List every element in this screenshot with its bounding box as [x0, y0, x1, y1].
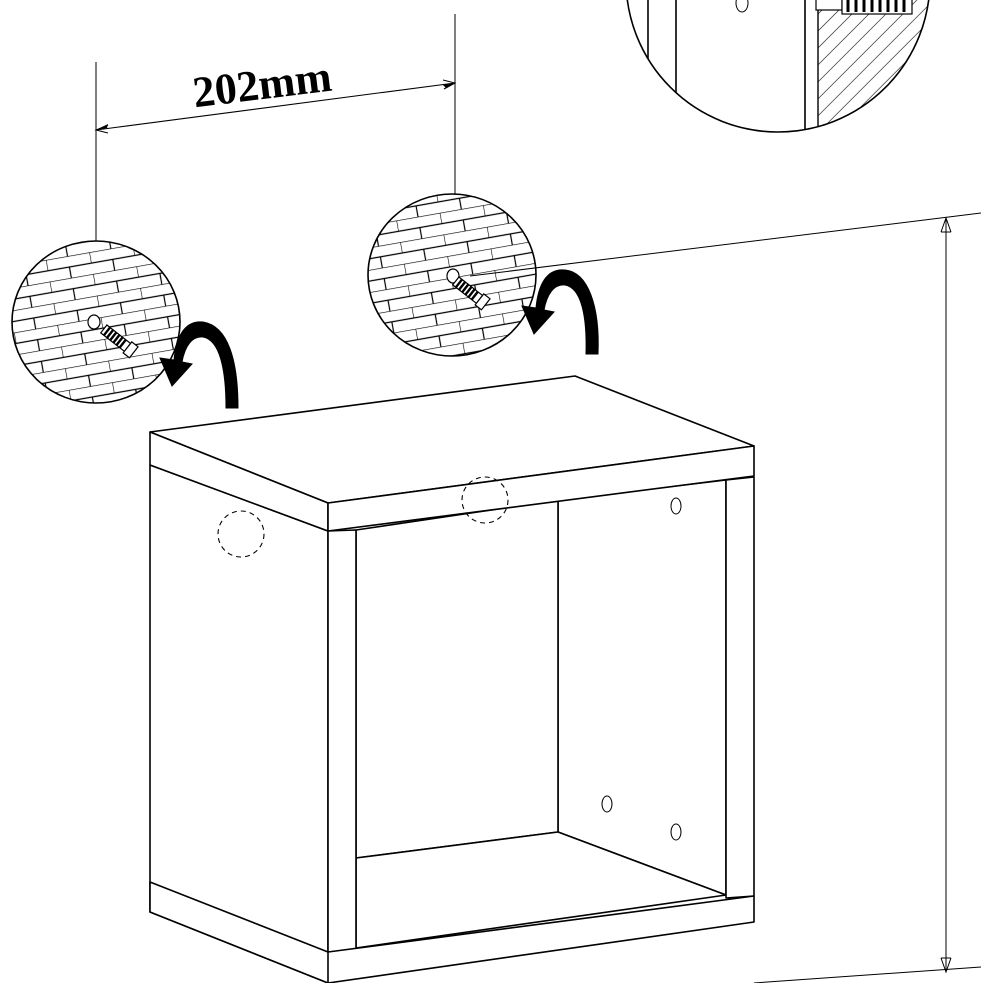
dimension-202mm: 202mm: [94, 14, 457, 318]
back-panel-hole: [601, 795, 613, 813]
curved-arrow-icon: [521, 269, 599, 355]
wall-detail-center: [367, 193, 537, 357]
dimension-height: [753, 216, 981, 983]
hidden-hole-top: [461, 476, 509, 524]
hidden-hole-left: [217, 510, 265, 558]
back-panel-hole: [670, 497, 682, 515]
wall-detail-left: [11, 240, 181, 404]
back-panel-hole: [670, 823, 682, 841]
shelf-right-edge: [725, 476, 755, 899]
screw-icon: [815, 0, 913, 15]
screw-icon: [99, 324, 139, 359]
dimension-label: 202mm: [190, 52, 334, 118]
screw-icon: [451, 276, 491, 311]
shelf-inner-wall: [355, 499, 559, 859]
detail-magnifier: [626, 0, 930, 133]
shelf-left-edge: [327, 529, 357, 953]
shelf-back-panel: [557, 479, 727, 896]
cube-shelf: [149, 375, 755, 983]
leader-line: [469, 212, 981, 277]
curved-arrow-icon: [159, 321, 239, 409]
